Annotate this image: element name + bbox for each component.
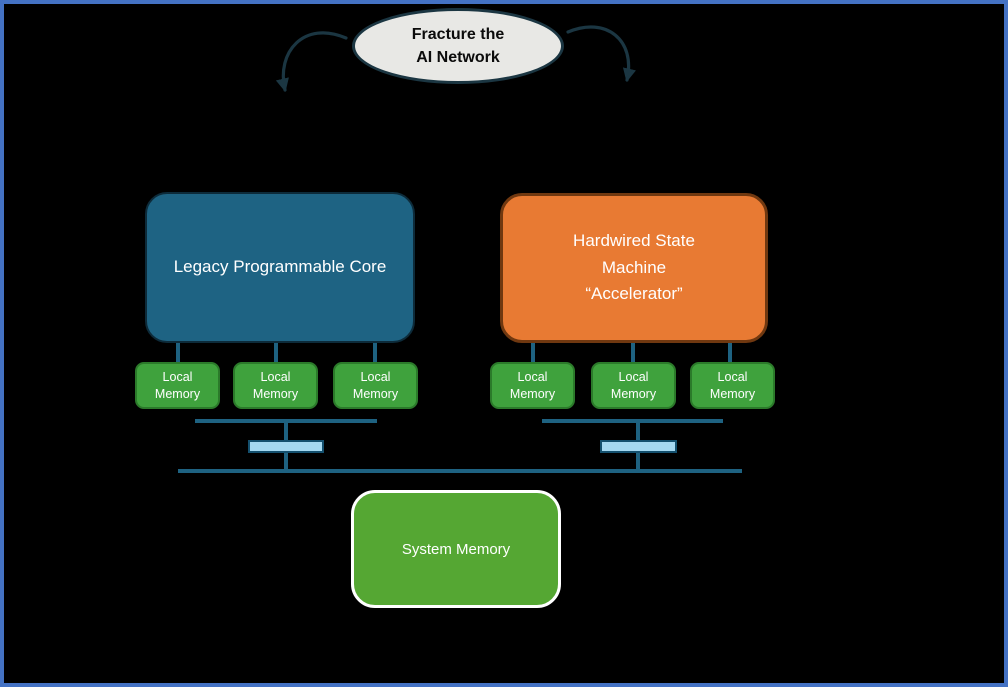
title-bubble-line: Fracture the bbox=[411, 25, 505, 43]
stem-connector-accelerator-3 bbox=[728, 343, 732, 363]
accelerator-label-line: Hardwired State bbox=[573, 231, 695, 251]
stem-connector-legacy-1 bbox=[176, 343, 180, 363]
local-memory-box: Local Memory bbox=[233, 362, 318, 409]
system-memory-box: System Memory bbox=[351, 490, 561, 608]
local-memory-label: Local Memory bbox=[352, 370, 399, 401]
title-bubble: Fracture the AI Network bbox=[352, 8, 564, 84]
title-bubble-line: AI Network bbox=[416, 49, 500, 66]
legacy-core-label: Legacy Programmable Core bbox=[173, 257, 387, 277]
local-memory-label: Local Memory bbox=[709, 370, 756, 401]
local-memory-box: Local Memory bbox=[591, 362, 676, 409]
stem-connector-accelerator-1 bbox=[531, 343, 535, 363]
local-memory-box: Local Memory bbox=[333, 362, 418, 409]
bus-bridge-left bbox=[248, 440, 324, 453]
local-memory-box: Local Memory bbox=[135, 362, 220, 409]
accelerator-label-line: “Accelerator” bbox=[585, 284, 683, 304]
stem-connector-accelerator-2 bbox=[631, 343, 635, 363]
local-memory-label: Local Memory bbox=[509, 370, 556, 401]
stem-connector-legacy-3 bbox=[373, 343, 377, 363]
local-memory-label: Local Memory bbox=[610, 370, 657, 401]
local-memory-label: Local Memory bbox=[252, 370, 299, 401]
legacy-core-box: Legacy Programmable Core bbox=[145, 192, 415, 343]
local-memory-label: Local Memory bbox=[154, 370, 201, 401]
local-memory-box: Local Memory bbox=[490, 362, 575, 409]
bus-bridge-right bbox=[600, 440, 677, 453]
fracture-arrow-right bbox=[566, 25, 637, 82]
stem-connector-legacy-2 bbox=[274, 343, 278, 363]
fracture-arrow-left bbox=[275, 31, 348, 92]
local-memory-box: Local Memory bbox=[690, 362, 775, 409]
group-bus-right bbox=[542, 419, 723, 423]
system-bus bbox=[178, 469, 742, 473]
accelerator-label-line: Machine bbox=[601, 257, 667, 277]
accelerator-box: Hardwired State Machine “Accelerator” bbox=[500, 193, 768, 343]
system-memory-label: System Memory bbox=[401, 540, 511, 558]
